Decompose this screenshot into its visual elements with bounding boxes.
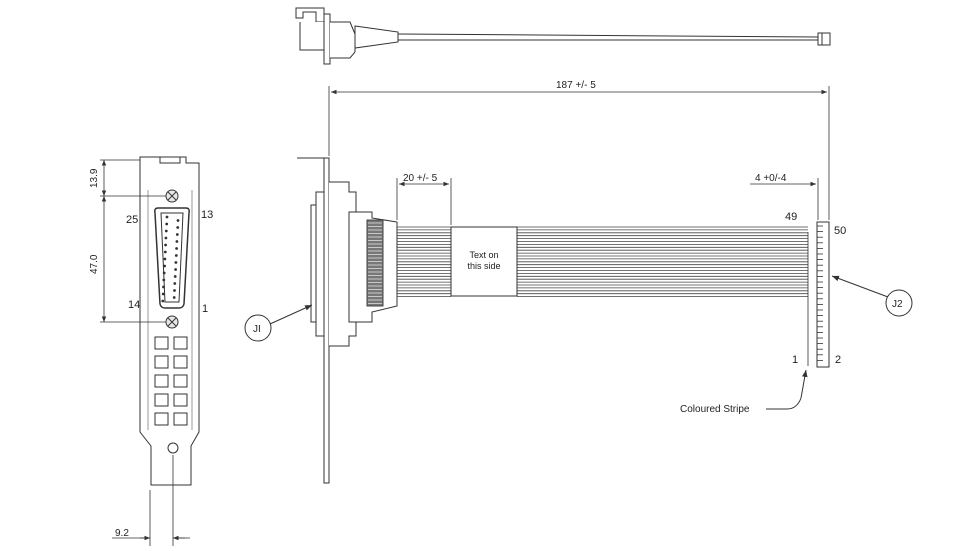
dsub-pin-14-label: 14 [128, 299, 140, 311]
dim-bottom-offset: 9.2 [115, 528, 129, 539]
dsub-pin [163, 257, 167, 261]
dsub-pin [164, 229, 168, 233]
dsub-pin [174, 254, 178, 257]
dsub-pin [172, 296, 176, 299]
idc-teeth [817, 225, 823, 361]
dsub-pin [164, 243, 168, 247]
dsub-pin-1-label: 1 [202, 303, 208, 315]
callout-j2 [831, 275, 913, 317]
cable-label-block [450, 226, 518, 297]
dsub-pin [165, 222, 169, 226]
dsub-pin [173, 275, 177, 278]
idc-pin-50-label: 50 [834, 225, 846, 237]
dsub-pin [173, 282, 177, 285]
dsub-pin [162, 271, 166, 275]
dsub-pin-25-label: 25 [126, 214, 138, 226]
callout-j1 [244, 304, 313, 342]
dsub-pin [176, 219, 180, 222]
dsub-pin [161, 299, 165, 303]
dsub-pin [176, 226, 180, 229]
dsub-pin [174, 268, 178, 271]
dsub-pin [175, 247, 179, 250]
dsub-pin [175, 240, 179, 243]
top-dimensions [328, 86, 830, 225]
dsub-pin [164, 236, 168, 240]
ribbon-cable [397, 226, 808, 298]
dsub-pin [175, 233, 179, 236]
dsub-pin [163, 250, 167, 254]
hood-stripes [368, 222, 382, 304]
dim-end-offset: 4 +0/-4 [755, 173, 787, 184]
bracket-front-view [139, 156, 200, 486]
top-view [295, 7, 831, 65]
idc-header [816, 221, 830, 368]
idc-pin-1-label: 1 [792, 354, 798, 366]
dim-pin-span: 47.0 [89, 254, 100, 274]
dim-overall-length: 187 +/- 5 [556, 80, 596, 91]
idc-pin-2-label: 2 [835, 354, 841, 366]
left-dimensions [100, 159, 190, 546]
dsub-pin [165, 215, 169, 219]
dim-strip-length: 20 +/- 5 [403, 173, 438, 184]
callout-j2-label: J2 [892, 299, 903, 310]
dsub-pin [162, 278, 166, 282]
dsub-pin [163, 264, 167, 268]
dsub-pin [173, 289, 176, 292]
cable-label-line-1: Text on [469, 250, 498, 260]
callout-stripe [766, 369, 808, 410]
dsub-pin [174, 261, 178, 264]
side-view [297, 157, 398, 484]
dim-top-offset: 13.9 [89, 168, 100, 188]
dsub-pin [161, 292, 165, 296]
dsub-pin-13-label: 13 [201, 209, 213, 221]
cable-label-line-2: this side [467, 261, 500, 271]
dsub-pins [161, 215, 180, 303]
dsub-pin [162, 285, 165, 289]
callout-j1-label: JI [253, 324, 261, 335]
callout-stripe-label: Coloured Stripe [680, 404, 750, 415]
idc-pin-49-label: 49 [785, 211, 797, 223]
